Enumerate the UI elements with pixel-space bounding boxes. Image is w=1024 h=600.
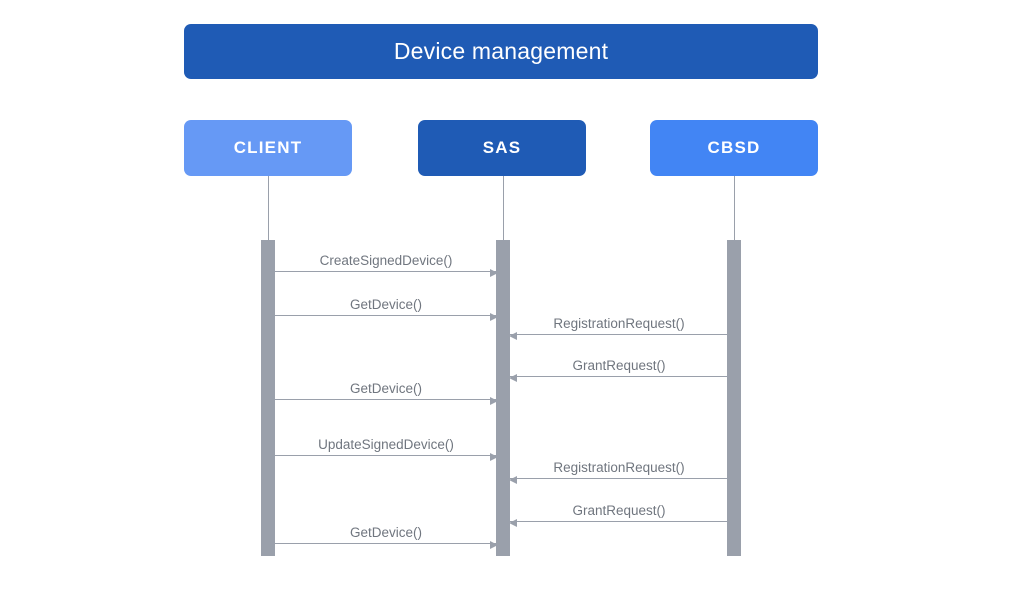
message-line bbox=[275, 543, 497, 544]
message-label: GetDevice() bbox=[349, 297, 422, 312]
message-line bbox=[510, 521, 728, 522]
actor-label-cbsd: CBSD bbox=[707, 138, 761, 157]
message-arrow[interactable]: CreateSignedDevice() bbox=[275, 250, 498, 277]
message-arrow[interactable]: GrantRequest() bbox=[509, 355, 728, 382]
activation-bar-client bbox=[261, 240, 275, 556]
message-label: GrantRequest() bbox=[572, 503, 666, 518]
message-label: UpdateSignedDevice() bbox=[318, 437, 454, 452]
message-label: GetDevice() bbox=[349, 381, 422, 396]
actor-label-client: CLIENT bbox=[233, 138, 303, 157]
actor-label-sas: SAS bbox=[482, 138, 522, 157]
message-line bbox=[275, 455, 497, 456]
message-label: CreateSignedDevice() bbox=[319, 253, 453, 268]
arrow-head-icon bbox=[490, 452, 498, 461]
message-line bbox=[275, 315, 497, 316]
activation-bar-cbsd bbox=[727, 240, 741, 556]
arrow-head-icon bbox=[490, 312, 498, 321]
message-arrow[interactable]: GetDevice() bbox=[275, 522, 498, 549]
message-arrow[interactable]: GrantRequest() bbox=[509, 500, 728, 527]
arrow-head-icon bbox=[490, 268, 498, 277]
actor-header-client[interactable]: CLIENT bbox=[184, 120, 352, 176]
diagram-title-bar: Device management bbox=[184, 24, 818, 79]
message-arrow[interactable]: GetDevice() bbox=[275, 378, 498, 405]
arrow-head-icon bbox=[509, 331, 517, 340]
arrow-head-icon bbox=[509, 518, 517, 527]
message-label: RegistrationRequest() bbox=[553, 316, 685, 331]
message-label: RegistrationRequest() bbox=[553, 460, 685, 475]
actor-header-sas[interactable]: SAS bbox=[418, 120, 586, 176]
message-line bbox=[510, 478, 728, 479]
page-title: Device management bbox=[393, 38, 609, 64]
arrow-head-icon bbox=[490, 396, 498, 405]
message-line bbox=[275, 271, 497, 272]
message-label: GetDevice() bbox=[349, 525, 422, 540]
message-line bbox=[510, 376, 728, 377]
message-arrow[interactable]: GetDevice() bbox=[275, 294, 498, 321]
message-line bbox=[275, 399, 497, 400]
arrow-head-icon bbox=[509, 373, 517, 382]
message-line bbox=[510, 334, 728, 335]
actor-header-cbsd[interactable]: CBSD bbox=[650, 120, 818, 176]
message-label: GrantRequest() bbox=[572, 358, 666, 373]
message-arrow[interactable]: RegistrationRequest() bbox=[509, 313, 728, 340]
message-arrow[interactable]: RegistrationRequest() bbox=[509, 457, 728, 484]
arrow-head-icon bbox=[509, 475, 517, 484]
activation-bar-sas bbox=[496, 240, 510, 556]
arrow-head-icon bbox=[490, 540, 498, 549]
message-arrow[interactable]: UpdateSignedDevice() bbox=[275, 434, 498, 461]
